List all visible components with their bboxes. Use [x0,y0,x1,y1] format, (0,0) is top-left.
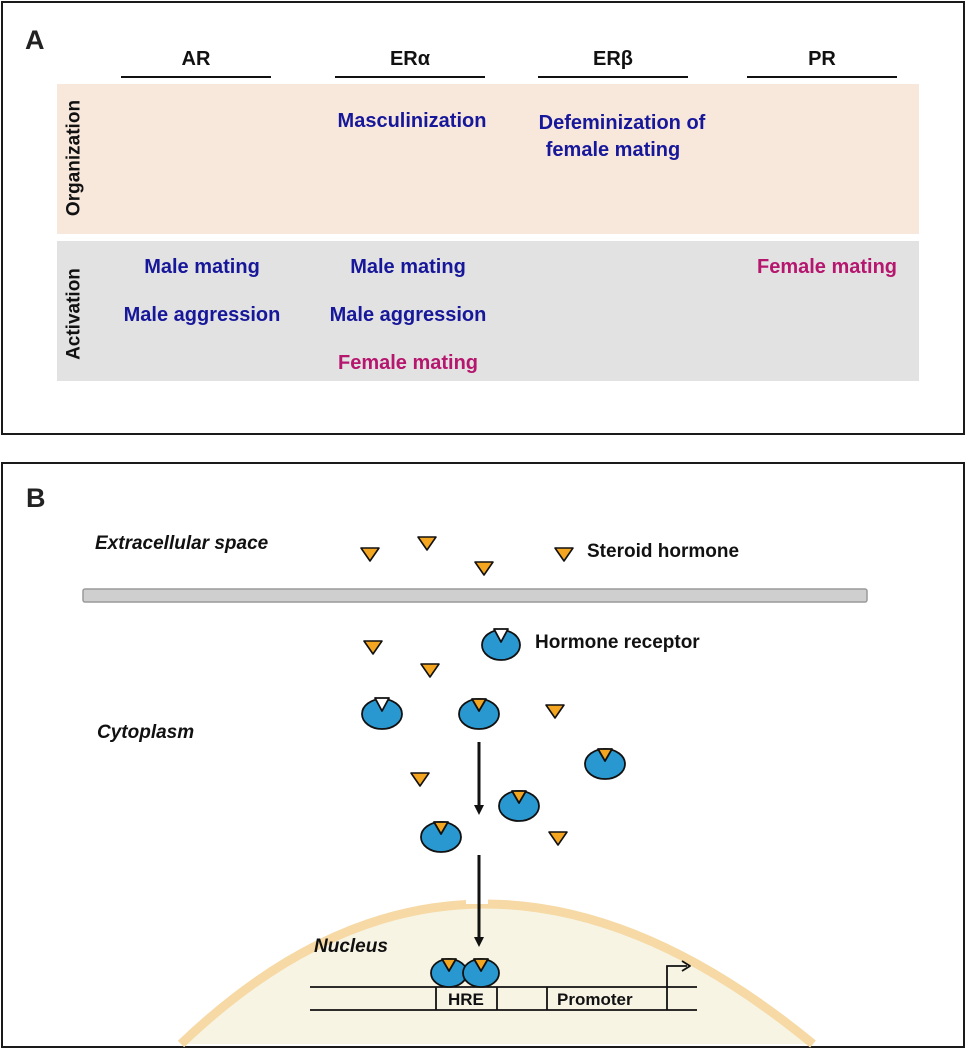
promoter-label: Promoter [557,990,633,1009]
activation-row-label: Activation [63,268,85,360]
signaling-diagram [82,536,868,1048]
org-erb-cell-line2: female mating [545,139,681,161]
organization-row-label: Organization [63,99,85,217]
hormone-icon [360,547,380,562]
hormone-icon [420,663,440,678]
act-era-cell-2: Male aggression [329,304,487,326]
org-era-cell: Masculinization [337,110,487,132]
dna-strands [310,986,697,1011]
panel-b-letter: B [26,483,46,513]
receptor-dimer-icon [430,958,500,988]
hormone-icon [417,536,437,551]
act-pr-cell-1: Female mating [756,256,898,278]
steroid-hormone-label: Steroid hormone [587,541,740,562]
cytoplasm-label: Cytoplasm [97,722,195,743]
transcription-start-arrow [666,960,691,987]
panel-b: B Extracellular space Steroid hormone Ho… [1,462,965,1048]
panel-a: A AR ERα ERβ PR Organization Activation … [1,1,965,435]
bound-receptor-icon [584,748,626,780]
column-rule-ar [121,76,271,78]
hormone-icon [545,704,565,719]
hre-label: HRE [448,990,484,1009]
column-header-er-alpha: ERα [389,48,431,70]
hormone-icon [474,561,494,576]
cell-membrane [82,588,868,603]
bound-receptor-icon [458,698,500,730]
bound-receptor-icon [498,790,540,822]
panel-a-letter: A [25,25,45,55]
hormone-icon [410,772,430,787]
hormone-icon [363,640,383,655]
act-ar-cell-1: Male mating [144,256,260,278]
column-rule-er-beta [538,76,688,78]
column-header-ar: AR [181,48,211,70]
act-era-cell-1: Male mating [350,256,466,278]
hormone-receptor-label: Hormone receptor [535,632,700,653]
activation-band [57,241,919,381]
organization-band [57,84,919,234]
hormone-receptor-icons [361,628,521,730]
receptor-icon [481,628,521,661]
column-header-er-beta: ERβ [593,48,633,70]
org-erb-cell-line1: Defeminization of [538,112,706,134]
column-rule-pr [747,76,897,78]
hormone-icon [554,547,574,562]
act-era-cell-3: Female mating [337,352,479,374]
column-header-pr: PR [808,48,836,70]
act-ar-cell-2: Male aggression [123,304,281,326]
column-rule-er-alpha [335,76,485,78]
extracellular-space-label: Extracellular space [95,533,269,554]
nuclear-pore [466,884,488,904]
steroid-hormone-icons [360,536,574,846]
hormone-icon [548,831,568,846]
nucleus-label: Nucleus [314,936,388,957]
receptor-icon [361,697,403,730]
bound-receptor-icons [420,698,626,853]
bound-receptor-icon [420,821,462,853]
